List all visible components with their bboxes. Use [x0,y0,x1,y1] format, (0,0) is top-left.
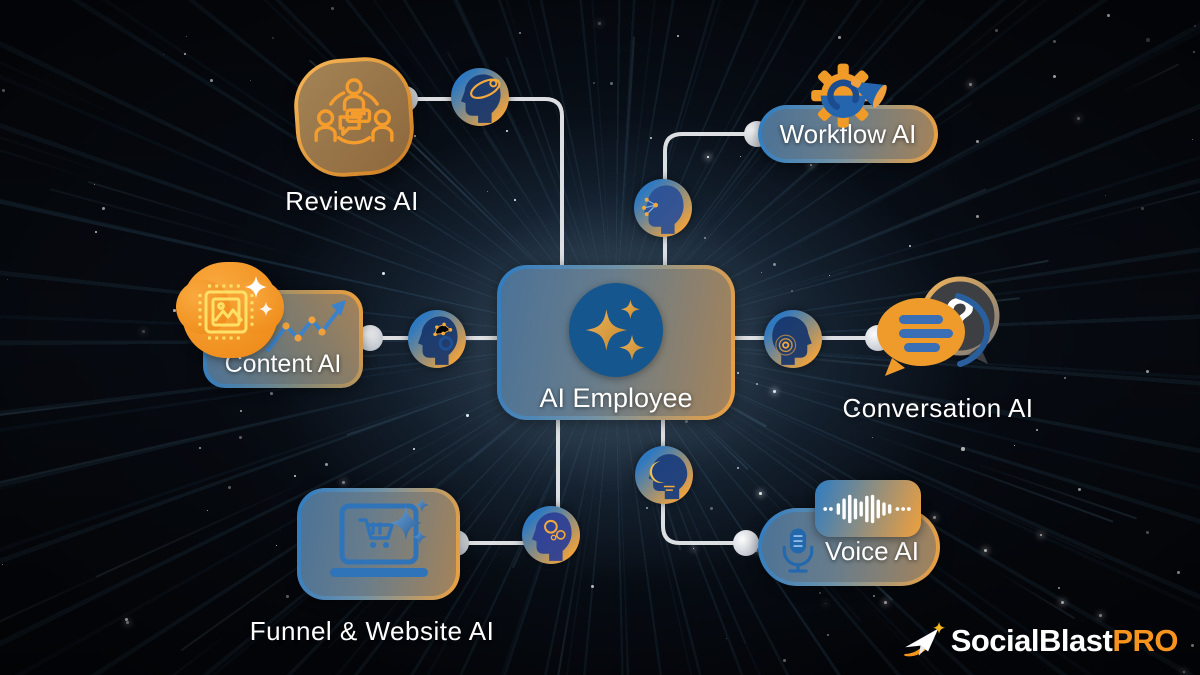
center-node-ai-employee: AI Employee [497,265,735,420]
people-chat-icon [314,78,394,145]
audio-head-icon [764,310,822,368]
brand-name: SocialBlast [950,622,1113,658]
image-chip-icon [176,262,284,358]
neural-head-icon [408,310,466,368]
sparkles-icon [569,283,663,377]
node-funnel-website-ai [297,488,460,600]
connector-dot [733,530,759,556]
rocket-icon [904,621,945,657]
center-node-label: AI Employee [539,383,693,413]
robot-head-icon [635,446,693,504]
waveform-icon [815,480,921,537]
globe-head-icon [451,68,509,126]
gear-head-icon [522,506,580,564]
gear-megaphone-icon [811,63,887,128]
line-chart-icon [266,300,346,352]
brand-logo: SocialBlastPRO [901,620,1178,661]
brand-suffix: PRO [1112,622,1178,658]
node-reviews-ai [291,54,417,180]
node-label-reviews-ai: Reviews AI [285,186,419,216]
node-label-conversation-ai: Conversation AI [842,393,1034,423]
microphone-icon [782,528,814,573]
circuit-head-icon [634,179,692,237]
laptop-cart-icon [329,498,429,577]
node-label-voice-ai: Voice AI [825,535,919,566]
node-label-funnel-website-ai: Funnel & Website AI [249,616,495,646]
chat-question-icon: ? [877,276,1000,376]
